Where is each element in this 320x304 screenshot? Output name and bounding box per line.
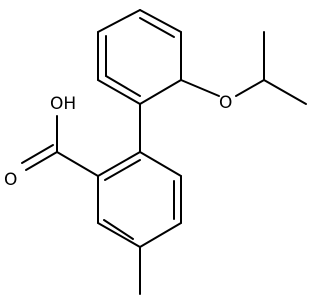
double-bond-inner bbox=[105, 75, 141, 97]
bond bbox=[139, 9, 182, 33]
bond bbox=[235, 79, 265, 97]
bond bbox=[97, 79, 141, 105]
hydroxyl-label: OH bbox=[50, 94, 76, 114]
carbonyl-double-bond bbox=[25, 151, 58, 171]
isopropoxy-group: O bbox=[180, 31, 307, 113]
double-bond-inner bbox=[103, 219, 134, 240]
bond bbox=[180, 79, 220, 97]
bond bbox=[139, 79, 182, 105]
bond bbox=[139, 151, 182, 177]
bond bbox=[263, 79, 307, 105]
bond bbox=[139, 222, 182, 248]
ether-oxygen-label: O bbox=[219, 93, 232, 113]
upper-benzene-ring bbox=[97, 9, 182, 105]
lower-benzene-ring bbox=[97, 151, 182, 248]
bond bbox=[97, 9, 141, 33]
carbonyl-double-bond bbox=[21, 144, 54, 164]
double-bond-inner bbox=[139, 17, 175, 38]
bond bbox=[56, 151, 99, 177]
carboxylic-acid-group: OH O bbox=[4, 94, 99, 190]
carbonyl-oxygen-label: O bbox=[4, 170, 17, 190]
bond bbox=[97, 151, 141, 177]
bond bbox=[97, 222, 141, 248]
double-bond-inner bbox=[104, 159, 141, 181]
